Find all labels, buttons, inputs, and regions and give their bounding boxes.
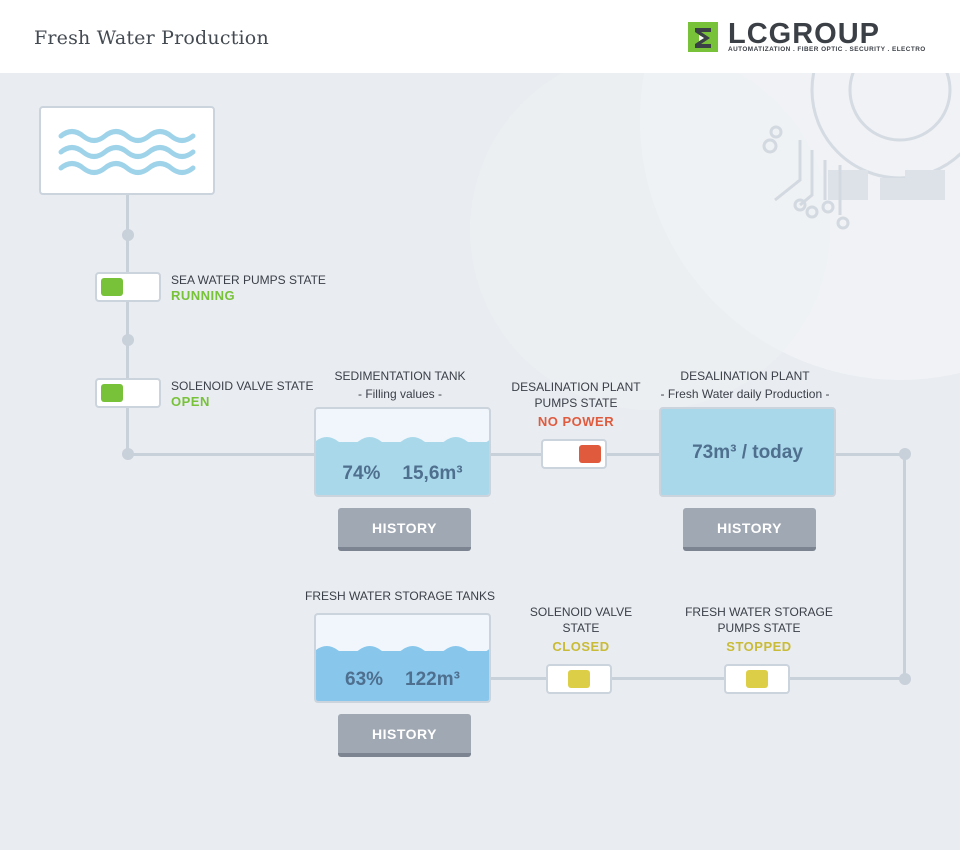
storage-pumps-switch[interactable] — [724, 664, 790, 694]
solenoid-valve-switch[interactable] — [95, 378, 161, 408]
storage-pumps-label-2: PUMPS STATE — [717, 621, 801, 635]
solenoid-valve-indicator — [101, 384, 123, 402]
sea-water-pumps-state: RUNNING — [171, 288, 236, 303]
pipe-node — [122, 229, 134, 241]
sedimentation-tank: 74% 15,6m³ — [314, 407, 491, 497]
desal-pumps-indicator — [579, 445, 601, 463]
sea-water-pumps-switch[interactable] — [95, 272, 161, 302]
storage-tanks-title: FRESH WATER STORAGE TANKS — [304, 589, 496, 603]
solenoid-valve-label: SOLENOID VALVE STATE — [171, 379, 314, 393]
tank-wave — [316, 646, 489, 655]
pipe-vertical-right — [903, 455, 906, 679]
desal-pumps-switch[interactable] — [541, 439, 607, 469]
desal-pumps-state: NO POWER — [537, 414, 615, 429]
storage-pumps-label-1: FRESH WATER STORAGE — [685, 605, 833, 619]
sedimentation-tank-subtitle: - Filling values - — [357, 387, 443, 401]
pipe-node — [122, 334, 134, 346]
page-title: Fresh Water Production — [34, 27, 269, 49]
background-gear-decoration — [470, 73, 960, 410]
sedimentation-tank-fill — [316, 436, 489, 495]
solenoid-valve-2-label-1: SOLENOID VALVE — [529, 605, 633, 619]
company-logo: LCGROUP AUTOMATIZATION . FIBER OPTIC . S… — [688, 18, 925, 56]
pipe-vertical-intake — [126, 195, 129, 455]
sea-wave-icon — [58, 129, 196, 175]
desal-pumps-label-1: DESALINATION PLANT — [511, 380, 641, 394]
sedimentation-history-button[interactable]: HISTORY — [338, 508, 471, 551]
sedimentation-tank-values: 74% 15,6m³ — [316, 463, 489, 485]
sea-water-source — [39, 106, 215, 195]
lcgroup-logo-icon — [688, 22, 718, 52]
pipe-node — [122, 448, 134, 460]
logo-wordmark: LCGROUP — [728, 18, 880, 50]
tank-wave — [316, 436, 489, 445]
storage-tank-fill — [316, 646, 489, 701]
solenoid-valve-2-label-2: STATE — [562, 621, 600, 635]
storage-tank-values: 63% 122m³ — [316, 669, 489, 691]
solenoid-valve-2-state: CLOSED — [552, 639, 610, 654]
storage-tank-volume: 122m³ — [405, 669, 460, 690]
solenoid-valve-state: OPEN — [171, 394, 210, 409]
storage-history-button[interactable]: HISTORY — [338, 714, 471, 757]
desal-plant-title: DESALINATION PLANT — [680, 369, 810, 383]
pipe-horizontal-bottom — [490, 677, 905, 680]
storage-tank: 63% 122m³ — [314, 613, 491, 703]
desal-pumps-label-2: PUMPS STATE — [534, 396, 618, 410]
pipe-horizontal-top — [127, 453, 905, 456]
solenoid-valve-2-switch[interactable] — [546, 664, 612, 694]
sea-water-pumps-indicator — [101, 278, 123, 296]
pipe-node — [899, 448, 911, 460]
storage-pumps-indicator — [746, 670, 768, 688]
sea-water-pumps-label: SEA WATER PUMPS STATE — [171, 273, 326, 287]
sedimentation-tank-percent: 74% — [342, 463, 381, 484]
storage-tank-percent: 63% — [345, 669, 384, 690]
solenoid-valve-2-indicator — [568, 670, 590, 688]
desal-plant-subtitle: - Fresh Water daily Production - — [660, 387, 830, 401]
desal-plant-production-value: 73m³ / today — [692, 442, 803, 463]
header-bar: Fresh Water Production LCGROUP AUTOMATIZ… — [0, 0, 960, 73]
desal-plant-history-button[interactable]: HISTORY — [683, 508, 816, 551]
sedimentation-tank-volume: 15,6m³ — [402, 463, 463, 484]
storage-pumps-state: STOPPED — [726, 639, 792, 654]
desal-plant-production-panel: 73m³ / today — [659, 407, 836, 497]
logo-tagline: AUTOMATIZATION . FIBER OPTIC . SECURITY … — [728, 46, 926, 53]
sedimentation-tank-title: SEDIMENTATION TANK — [334, 369, 466, 383]
pipe-node — [899, 673, 911, 685]
